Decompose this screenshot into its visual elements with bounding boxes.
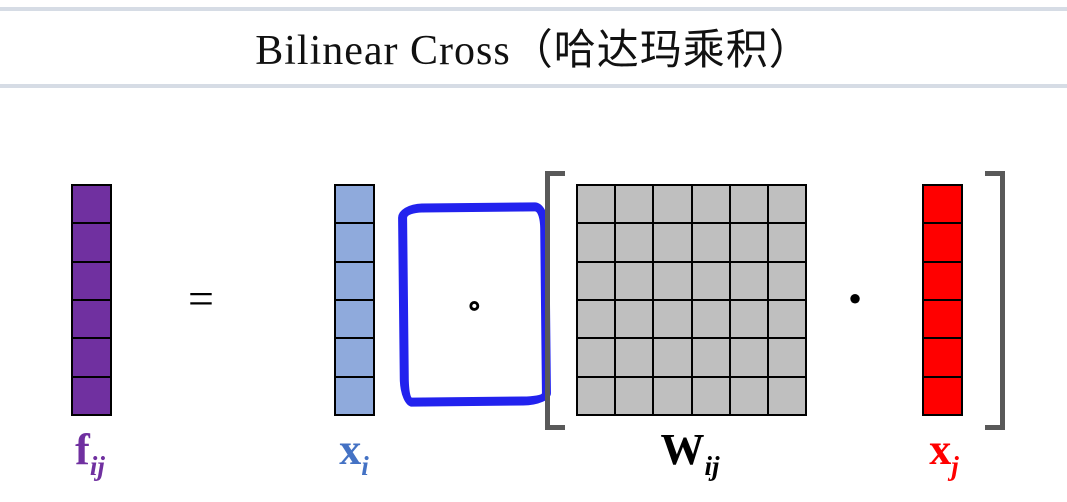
- label-xj-sub: j: [951, 451, 959, 481]
- matrix-cell: [616, 377, 653, 414]
- title-rule-top: [0, 7, 1067, 11]
- matrix-cell: [654, 186, 691, 223]
- vector-cell: [336, 300, 373, 338]
- matrix-cell: [578, 262, 615, 299]
- label-f-base: f: [75, 425, 90, 474]
- matrix-cell: [616, 224, 653, 261]
- matrix-cell: [578, 224, 615, 261]
- matrix-cell: [730, 300, 767, 338]
- label-w-base: W: [660, 425, 705, 474]
- vector-cell: [924, 300, 961, 338]
- matrix-cell: [730, 262, 767, 299]
- label-xi-sub: i: [361, 451, 369, 481]
- matrix-cell: [654, 300, 691, 338]
- matrix-cell: [692, 339, 729, 376]
- matrix-cell: [768, 186, 805, 223]
- matrix-cell: [692, 300, 729, 338]
- label-xi-base: x: [339, 425, 362, 474]
- matrix-cell: [578, 186, 615, 223]
- vector-xj: [922, 184, 963, 416]
- matrix-cell: [768, 377, 805, 414]
- matrix-cell: [692, 186, 729, 223]
- matrix-cell: [730, 224, 767, 261]
- matrix-cell: [692, 262, 729, 299]
- matrix-cell: [578, 300, 615, 338]
- vector-cell: [73, 300, 110, 338]
- matrix-cell: [616, 186, 653, 223]
- matrix-cell: [578, 377, 615, 414]
- matrix-cell: [616, 300, 653, 338]
- vector-cell: [924, 186, 961, 223]
- equals-sign: =: [188, 272, 214, 324]
- dot-operator: ·: [845, 265, 865, 331]
- left-bracket: [545, 171, 565, 430]
- vector-cell: [336, 262, 373, 299]
- label-w-sub: ij: [704, 451, 720, 481]
- vector-cell: [73, 224, 110, 261]
- vector-cell: [924, 262, 961, 299]
- hadamard-annotation-box: ∘: [397, 202, 552, 407]
- matrix-cell: [654, 339, 691, 376]
- matrix-cell: [768, 262, 805, 299]
- vector-cell: [336, 224, 373, 261]
- vector-cell: [336, 377, 373, 414]
- matrix-w: [576, 184, 807, 416]
- matrix-cell: [730, 186, 767, 223]
- matrix-cell: [730, 377, 767, 414]
- vector-cell: [73, 186, 110, 223]
- slide-title: Bilinear Cross（哈达玛乘积）: [255, 28, 812, 74]
- matrix-cell: [692, 224, 729, 261]
- title-rule-bottom: [0, 84, 1067, 88]
- matrix-cell: [768, 300, 805, 338]
- matrix-cell: [730, 339, 767, 376]
- matrix-cell: [578, 339, 615, 376]
- right-bracket: [985, 171, 1005, 430]
- matrix-cell: [768, 224, 805, 261]
- vector-cell: [73, 339, 110, 376]
- vector-cell: [336, 186, 373, 223]
- matrix-cell: [654, 262, 691, 299]
- matrix-cell: [616, 339, 653, 376]
- matrix-cell: [616, 262, 653, 299]
- label-xj-base: x: [929, 425, 952, 474]
- vector-xi: [334, 184, 375, 416]
- vector-cell: [924, 224, 961, 261]
- vector-cell: [924, 377, 961, 414]
- matrix-cell: [692, 377, 729, 414]
- matrix-cell: [654, 377, 691, 414]
- matrix-cell: [768, 339, 805, 376]
- vector-f: [71, 184, 112, 416]
- vector-cell: [924, 339, 961, 376]
- hadamard-operator: ∘: [466, 286, 483, 323]
- matrix-cell: [654, 224, 691, 261]
- vector-cell: [336, 339, 373, 376]
- vector-cell: [73, 262, 110, 299]
- vector-cell: [73, 377, 110, 414]
- label-f-sub: ij: [89, 451, 105, 481]
